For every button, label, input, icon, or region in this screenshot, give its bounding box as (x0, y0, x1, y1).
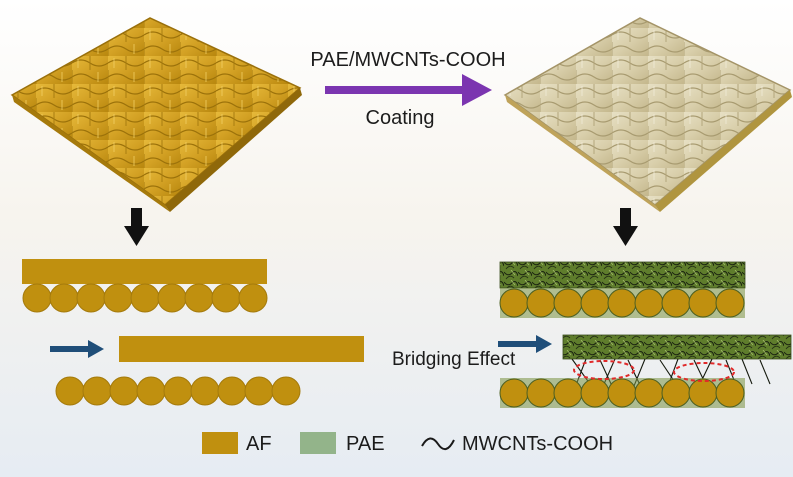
legend: AF PAE MWCNTs-COOH (202, 432, 613, 455)
coating-process-arrow (325, 74, 492, 106)
af-fiber-circle (526, 378, 556, 408)
af-fiber-circle (553, 288, 583, 318)
bridge-highlight-circle (573, 360, 635, 380)
af-fiber-circle (661, 288, 691, 318)
af-bar (22, 259, 267, 284)
af-fiber-circle (163, 376, 193, 406)
af-fiber-circle (49, 283, 79, 313)
af-fiber-circle (76, 283, 106, 313)
coated-af-bar (562, 334, 792, 360)
af-fiber-circle (553, 378, 583, 408)
down-arrow-left (124, 208, 149, 246)
af-fiber-circle (499, 288, 529, 318)
fabric-coated (503, 17, 792, 212)
cross-section-coated-shifted (498, 334, 792, 408)
coated-af-bar (499, 261, 746, 289)
af-fiber-circle (688, 288, 718, 318)
af-fiber-circle (715, 378, 745, 408)
af-fiber-circle (634, 288, 664, 318)
af-fiber-circle (136, 376, 166, 406)
af-fiber-circle (499, 378, 529, 408)
af-fiber-circle (688, 378, 718, 408)
af-fiber-circle (715, 288, 745, 318)
cross-section-coated-top (499, 261, 746, 318)
legend-swatch-pae (300, 432, 336, 454)
af-fiber-circle (271, 376, 301, 406)
af-fiber-circle (22, 283, 52, 313)
bridge-highlight-circle (673, 362, 735, 382)
cross-section-uncoated-top (22, 259, 268, 313)
af-fiber-circle (211, 283, 241, 313)
bridging-effect-label: Bridging Effect (392, 349, 516, 370)
legend-label-af: AF (246, 433, 272, 455)
legend-swatch-af (202, 432, 238, 454)
af-fiber-circle (217, 376, 247, 406)
af-fiber-circle (190, 376, 220, 406)
af-fiber-circle (661, 378, 691, 408)
af-fiber-circle (103, 283, 133, 313)
af-fiber-circle (607, 288, 637, 318)
af-fiber-circle (82, 376, 112, 406)
process-label-bottom: Coating (366, 107, 435, 129)
af-bar (119, 336, 364, 362)
af-fiber-row (22, 283, 268, 313)
af-fiber-row (55, 376, 301, 406)
af-fiber-circle (580, 288, 610, 318)
process-label-top: PAE/MWCNTs-COOH (310, 49, 505, 71)
af-fiber-circle (634, 378, 664, 408)
legend-label-cnt: MWCNTs-COOH (462, 433, 613, 455)
down-arrow-right (613, 208, 638, 246)
af-fiber-circle (184, 283, 214, 313)
af-fiber-circle (244, 376, 274, 406)
shift-arrow-left (50, 340, 104, 358)
af-fiber-circle (109, 376, 139, 406)
fabric-uncoated (10, 17, 302, 212)
cross-section-uncoated-shifted (50, 336, 364, 406)
af-fiber-circle (157, 283, 187, 313)
coated-fiber-row (499, 378, 745, 408)
af-fiber-circle (526, 288, 556, 318)
af-fiber-circle (238, 283, 268, 313)
af-fiber-circle (55, 376, 85, 406)
coated-fiber-row (499, 288, 745, 318)
af-fiber-circle (607, 378, 637, 408)
shift-arrow-right (498, 335, 552, 353)
af-fiber-circle (580, 378, 610, 408)
legend-swatch-cnt (421, 437, 455, 451)
legend-label-pae: PAE (346, 433, 385, 455)
af-fiber-circle (130, 283, 160, 313)
